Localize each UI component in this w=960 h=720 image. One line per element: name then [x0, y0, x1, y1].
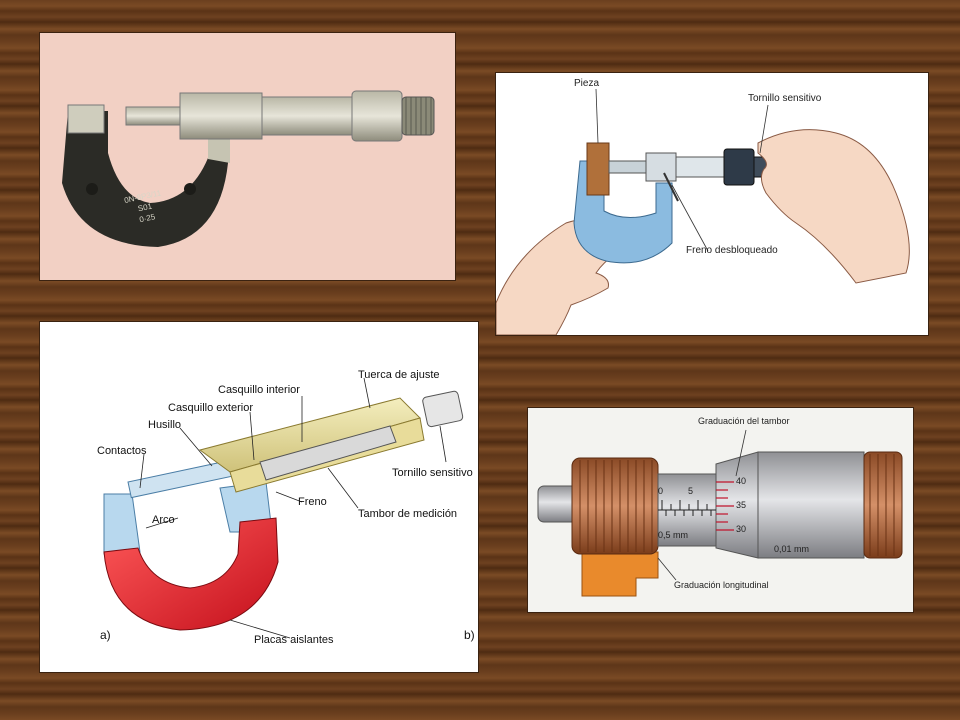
label-contactos: Contactos [97, 445, 147, 457]
scale-reading-panel: Graduación del tambor Graduación longitu… [528, 408, 913, 612]
label-b: b) [464, 628, 475, 642]
scale-illustration [537, 429, 903, 597]
drum-number-40: 40 [736, 476, 747, 486]
label-placas-aislantes: Placas aislantes [254, 634, 334, 646]
sleeve-number-5: 5 [688, 486, 694, 496]
label-casquillo-interior: Casquillo interior [218, 384, 300, 396]
label-casquillo-exterior: Casquillo exterior [168, 402, 253, 414]
label-husillo: Husillo [148, 419, 182, 431]
drum-number-30: 30 [736, 524, 747, 534]
sleeve-half-mm: 0,5 mm [658, 530, 689, 540]
sleeve-number-0: 0 [658, 486, 664, 496]
label-tornillo-sensitivo: Tornillo sensitivo [748, 93, 822, 104]
micrometer-photo [62, 90, 435, 247]
label-tornillo-sensitivo: Tornillo sensitivo [392, 467, 473, 479]
label-pieza: Pieza [574, 78, 600, 89]
label-a: a) [100, 628, 111, 642]
drum-hundredth-mm: 0,01 mm [774, 544, 810, 554]
label-graduacion-del-tambor: Graduación del tambor [698, 416, 790, 426]
parts-diagram [103, 377, 464, 639]
label-freno-desbloqueado: Freno desbloqueado [686, 245, 778, 256]
label-freno: Freno [298, 496, 327, 508]
usage-illustration [496, 88, 910, 335]
micrometer-parts-panel: Tuerca de ajuste Casquillo interior Casq… [40, 322, 478, 672]
micrometer-photo-panel: 0N-8P3/11 S01 0·25 [40, 33, 455, 280]
label-tuerca-de-ajuste: Tuerca de ajuste [358, 369, 440, 381]
micrometer-usage-panel: Pieza Tornillo sensitivo Freno desbloque… [496, 73, 928, 335]
label-graduacion-longitudinal: Graduación longitudinal [674, 580, 769, 590]
label-arco: Arco [152, 514, 175, 526]
drum-number-35: 35 [736, 500, 747, 510]
label-tambor-de-medicion: Tambor de medición [358, 508, 458, 520]
